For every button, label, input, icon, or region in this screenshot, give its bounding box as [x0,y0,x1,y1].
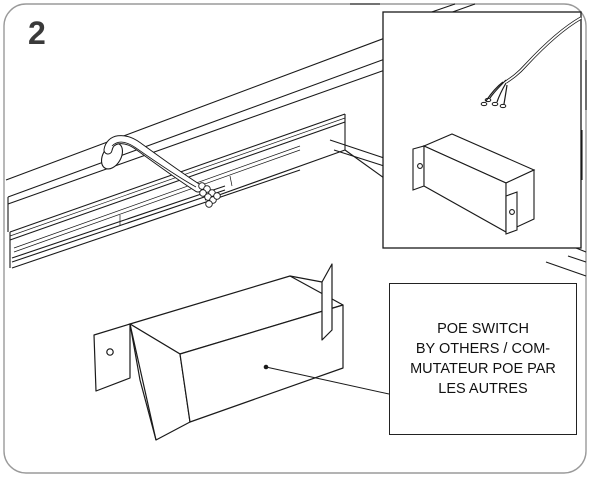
inset-cable [480,16,582,109]
callout-line: BY OTHERS / COM- [415,341,551,357]
inset-detail [382,11,582,249]
callout-line: MUTATEUR POE PAR [410,361,556,377]
callout-line: LES AUTRES [438,381,528,397]
step-number: 2 [28,15,46,51]
inset-poe-switch-box [412,133,536,235]
callout-line: POE SWITCH [437,321,529,337]
cable-conductor-ends [198,182,221,208]
ceiling-channel [5,37,386,269]
callout-leader [263,364,390,395]
cable-through-ceiling [100,135,221,208]
callout-label-box: POE SWITCH BY OTHERS / COM- MUTATEUR POE… [389,283,577,435]
poe-switch-box [93,263,344,441]
